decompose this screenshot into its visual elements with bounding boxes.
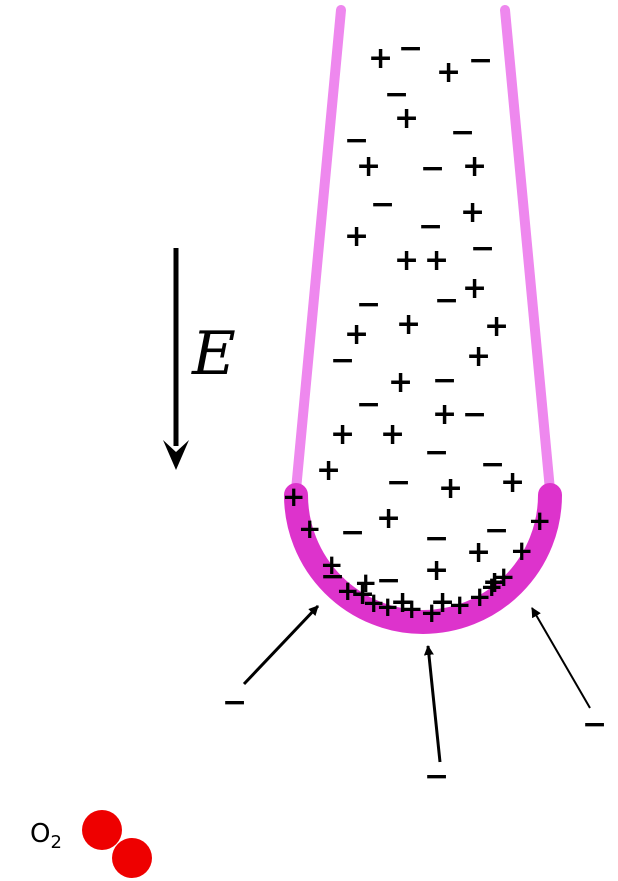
charge: + — [482, 565, 507, 600]
charge: − — [450, 115, 475, 150]
charge: − — [356, 387, 381, 422]
charge: + — [466, 535, 491, 570]
interior-charges: + − + − − + − + − + − + − + + + + − + − … — [316, 31, 525, 620]
charge: − — [418, 209, 443, 244]
charge: + — [330, 417, 355, 452]
surface-charge: + — [528, 504, 551, 537]
oxygen-label: O2 — [30, 819, 62, 853]
arrow-left — [242, 604, 320, 686]
charge: + — [344, 317, 369, 352]
external-charge-left: − — [222, 685, 247, 720]
tube-wall-right — [500, 5, 555, 495]
incoming-charge-arrows — [242, 604, 591, 763]
charge: + — [316, 453, 341, 488]
charge: − — [462, 397, 487, 432]
charge: + — [484, 309, 509, 344]
charge: + — [350, 577, 375, 612]
surface-charge: + — [400, 592, 423, 625]
charge: + — [368, 41, 393, 76]
oxygen-subscript: 2 — [50, 832, 61, 853]
tube-wall-left — [291, 5, 346, 495]
surface-charges: + + + + + + + + + + + + + + + — [282, 480, 551, 629]
field-label: E — [191, 319, 236, 389]
arrow-center — [423, 645, 442, 763]
charge: − — [424, 521, 449, 556]
surface-charge: + — [354, 566, 377, 599]
charge: − — [356, 287, 381, 322]
external-charge-right: − — [582, 707, 607, 742]
charge: + — [500, 465, 525, 500]
surface-charge: + — [510, 534, 533, 567]
charge: + — [396, 307, 421, 342]
charge: − — [424, 435, 449, 470]
charge: + — [430, 585, 455, 620]
charge: − — [468, 43, 493, 78]
surface-charge: + — [468, 580, 491, 613]
charge: − — [386, 465, 411, 500]
charge: + — [462, 271, 487, 306]
charge: + — [388, 365, 413, 400]
field-arrow — [163, 248, 189, 470]
oxygen-symbol: O — [30, 819, 50, 849]
charge: − — [434, 283, 459, 318]
charge: + — [380, 417, 405, 452]
surface-charge: + — [298, 512, 321, 545]
charge: − — [344, 123, 369, 158]
charge: − — [470, 231, 495, 266]
surface-charge: + — [492, 560, 515, 593]
charge: − — [340, 515, 365, 550]
charge: + — [438, 471, 463, 506]
surface-charge: + — [448, 588, 471, 621]
charge: − — [420, 151, 445, 186]
surface-charge: + — [362, 586, 385, 619]
charge: + — [394, 101, 419, 136]
arrow-right — [531, 607, 591, 709]
surface-charge: + — [420, 596, 443, 629]
surface-charge: + — [480, 570, 503, 603]
charge: + — [436, 55, 461, 90]
surface-charge: + — [282, 480, 305, 513]
charge: + — [424, 553, 449, 588]
charge: − — [384, 77, 409, 112]
external-charge-center: − — [424, 759, 449, 794]
charge: − — [376, 563, 401, 598]
charge: + — [462, 149, 487, 184]
charge: + — [432, 397, 457, 432]
charge: + — [460, 195, 485, 230]
charge: + — [376, 501, 401, 536]
charge: + — [390, 585, 415, 620]
charge: − — [330, 343, 355, 378]
charge: + — [344, 219, 369, 254]
charge: + — [394, 243, 419, 278]
charge: − — [320, 559, 345, 594]
charge: − — [432, 363, 457, 398]
charge: + — [356, 149, 381, 184]
surface-charge: + — [320, 548, 343, 581]
charge: − — [370, 187, 395, 222]
oxygen-molecule-icon — [82, 810, 152, 878]
tube-tip — [284, 483, 562, 634]
surface-charge: + — [376, 590, 399, 623]
charge: + — [424, 243, 449, 278]
surface-charge: + — [336, 574, 359, 607]
charge: − — [480, 447, 505, 482]
charge: − — [484, 513, 509, 548]
charge: + — [466, 339, 491, 374]
charge: − — [398, 31, 423, 66]
